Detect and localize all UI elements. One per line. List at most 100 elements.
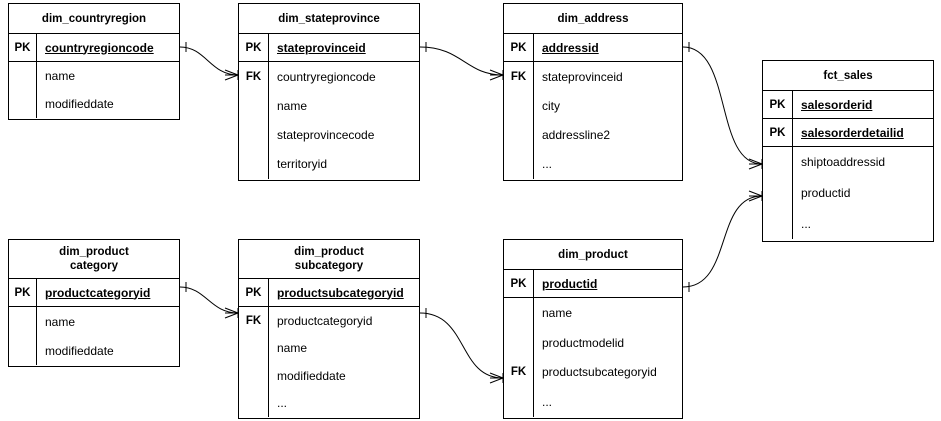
entity-title-line: category: [70, 260, 118, 272]
attribute-name: productmodelid: [542, 336, 625, 350]
attribute-tag-column: FK: [504, 62, 534, 179]
attribute-name: modifieddate: [277, 369, 346, 383]
attribute-tag: FK: [245, 315, 262, 327]
relationship-stateprovince-to-address: [419, 42, 504, 81]
key-name: salesorderdetailid: [801, 125, 904, 140]
attribute-block: FK name productmodelid productsubcategoryid…: [504, 298, 682, 417]
relationship-subcategory-to-product: [419, 308, 504, 384]
attribute-tag-column: [9, 62, 37, 118]
attribute-name: stateprovinceid: [542, 70, 623, 84]
key-tag: PK: [504, 34, 534, 61]
attribute-tag: FK: [510, 366, 527, 378]
attribute-name: city: [542, 99, 560, 113]
attribute-name-column: name productmodelid productsubcategoryid..…: [534, 298, 682, 417]
relationship-countryregion-to-stateprovince: [179, 42, 239, 81]
relationship-productcategory-to-subcategory: [179, 282, 239, 319]
attribute-name-column: countryregioncode name stateprovincecode te…: [269, 62, 419, 179]
relationship-line: [419, 312, 504, 379]
attribute-name: ...: [277, 396, 288, 410]
entity-title: dim_product: [504, 240, 682, 270]
cardinality-many-crowsfoot: [489, 69, 504, 81]
key-name: addressid: [542, 40, 599, 55]
attribute-name: territoryid: [277, 157, 328, 171]
relationship-line: [682, 46, 763, 165]
attribute-name: shiptoaddressid: [801, 155, 886, 169]
cardinality-many-crowsfoot: [224, 69, 239, 81]
key-tag: PK: [9, 279, 37, 306]
key-row-productcategoryid[interactable]: PK productcategoryid: [9, 279, 179, 307]
entity-title-line: dim_product: [558, 248, 628, 261]
entity-title-line: subcategory: [294, 260, 364, 272]
attribute-tag: FK: [510, 71, 527, 83]
attribute-tag-column: [9, 307, 37, 365]
entity-title: dim_product subcategory: [239, 240, 419, 279]
attribute-name: stateprovincecode: [277, 128, 375, 142]
attribute-tag-column: FK: [239, 307, 269, 417]
relationship-line: [179, 46, 239, 76]
attribute-tag: FK: [245, 71, 262, 83]
key-name: productcategoryid: [45, 285, 151, 300]
relationship-line: [419, 46, 504, 76]
entity-title-line: dim_countryregion: [41, 12, 147, 25]
entity-title-line: fct_sales: [823, 69, 873, 82]
key-tag: PK: [239, 34, 269, 61]
attribute-name: productid: [801, 186, 851, 200]
attribute-name: ...: [801, 217, 812, 231]
attribute-name-column: stateprovinceid city addressline2...: [534, 62, 682, 179]
attribute-name: countryregioncode: [277, 70, 376, 84]
attribute-name: name: [542, 306, 573, 320]
relationship-line: [179, 286, 239, 314]
attribute-block: FK stateprovinceid city addressline2...: [504, 62, 682, 179]
entity-title-line: dim_product: [294, 246, 364, 258]
attribute-name: name: [277, 99, 308, 113]
key-row-productid[interactable]: PK productid: [504, 270, 682, 298]
attribute-tag-column: FK: [239, 62, 269, 179]
attribute-name: addressline2: [542, 128, 611, 142]
key-row-productsubcategoryid[interactable]: PK productsubcategoryid: [239, 279, 419, 307]
attribute-name: modifieddate: [45, 97, 114, 111]
attribute-name: productcategoryid: [277, 314, 373, 328]
relationship-address-to-fctsales: [682, 42, 763, 170]
attribute-name: ...: [542, 395, 553, 409]
entity-title: dim_stateprovince: [239, 4, 419, 34]
key-tag: PK: [504, 270, 534, 297]
key-name: productid: [542, 276, 598, 291]
entity-title-line: dim_address: [557, 12, 629, 25]
entity-title-line: dim_product: [59, 246, 129, 258]
attribute-name-column: shiptoaddressid productid...: [793, 147, 933, 239]
attribute-name: productsubcategoryid: [542, 365, 657, 379]
cardinality-many-crowsfoot: [748, 190, 763, 202]
cardinality-many-crowsfoot: [748, 158, 763, 170]
key-tag: PK: [9, 34, 37, 61]
key-name: productsubcategoryid: [277, 285, 404, 300]
key-tag: PK: [239, 279, 269, 306]
attribute-name: ...: [542, 157, 553, 171]
attribute-tag-column: [763, 147, 793, 239]
attribute-block: shiptoaddressid productid...: [763, 147, 933, 239]
entity-title: dim_address: [504, 4, 682, 34]
key-row-addressid[interactable]: PK addressid: [504, 34, 682, 62]
attribute-tag-column: FK: [504, 298, 534, 417]
relationship-line: [682, 195, 763, 288]
attribute-block: FK countryregioncode name stateprovincecode…: [239, 62, 419, 179]
entity-title: fct_sales: [763, 61, 933, 91]
key-tag: PK: [763, 91, 793, 118]
